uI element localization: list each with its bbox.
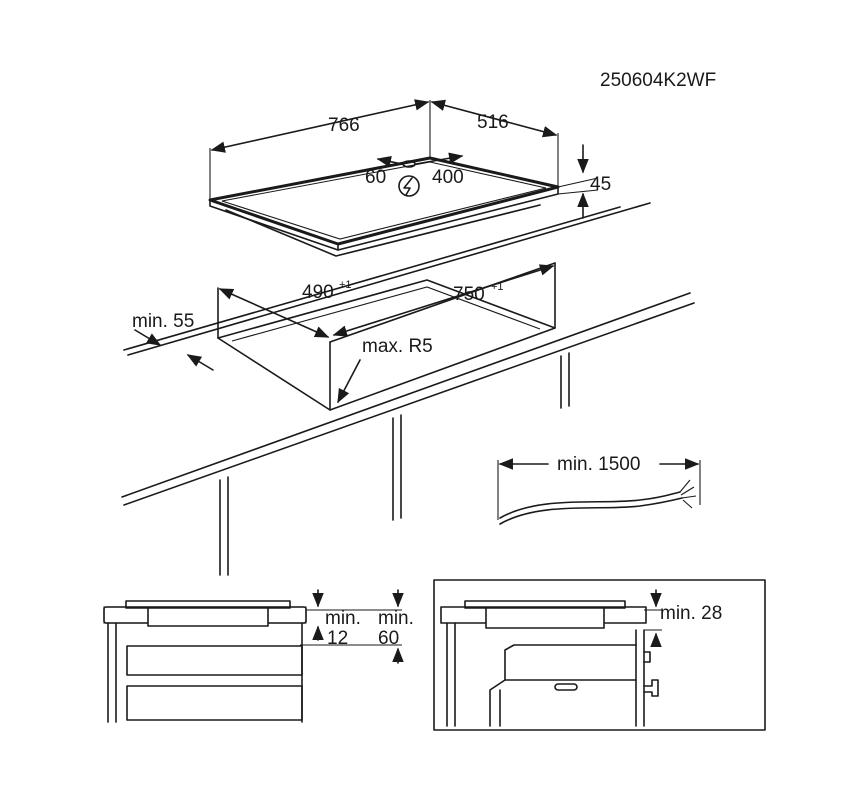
section-right-drawing [433, 579, 766, 731]
drawing-code: 250604K2WF [600, 70, 716, 91]
cutout-width-tolerance: +1 [491, 281, 504, 293]
cable-entry-point [402, 160, 416, 168]
cutout-depth-label: 490 [302, 282, 334, 303]
left-min2-line2: 60 [378, 628, 399, 649]
left-min2-line1: min. [378, 608, 414, 629]
cable-length-label: min. 1500 [557, 454, 640, 475]
hob-drawing [208, 99, 599, 257]
section-left-drawing [103, 589, 404, 723]
worktop-drawing [121, 202, 695, 576]
width-dimension-line [210, 99, 430, 153]
electric-icon [398, 175, 420, 197]
cutout-width-line [332, 264, 555, 337]
cutout-depth-line [218, 288, 330, 338]
hob-height-label: 45 [590, 174, 611, 195]
left-min1-line2: 12 [327, 628, 348, 649]
hob-width-label: 766 [328, 115, 360, 136]
cutout-width-label: 750 [453, 284, 485, 305]
depth-dimension-line [430, 99, 558, 138]
left-min1-line1: min. [325, 608, 361, 629]
section-right-frame [433, 579, 766, 731]
cable-drawing [497, 458, 701, 525]
radius-label: max. R5 [362, 336, 433, 357]
cutout-depth-tolerance: +1 [339, 279, 352, 291]
cable-offset-right-label: 400 [432, 167, 464, 188]
hob-depth-label: 516 [477, 112, 509, 133]
cable-offset-left-label: 60 [365, 167, 386, 188]
right-min-label: min. 28 [660, 603, 722, 624]
front-min-label: min. 55 [132, 311, 194, 332]
oven-handle [554, 683, 578, 691]
